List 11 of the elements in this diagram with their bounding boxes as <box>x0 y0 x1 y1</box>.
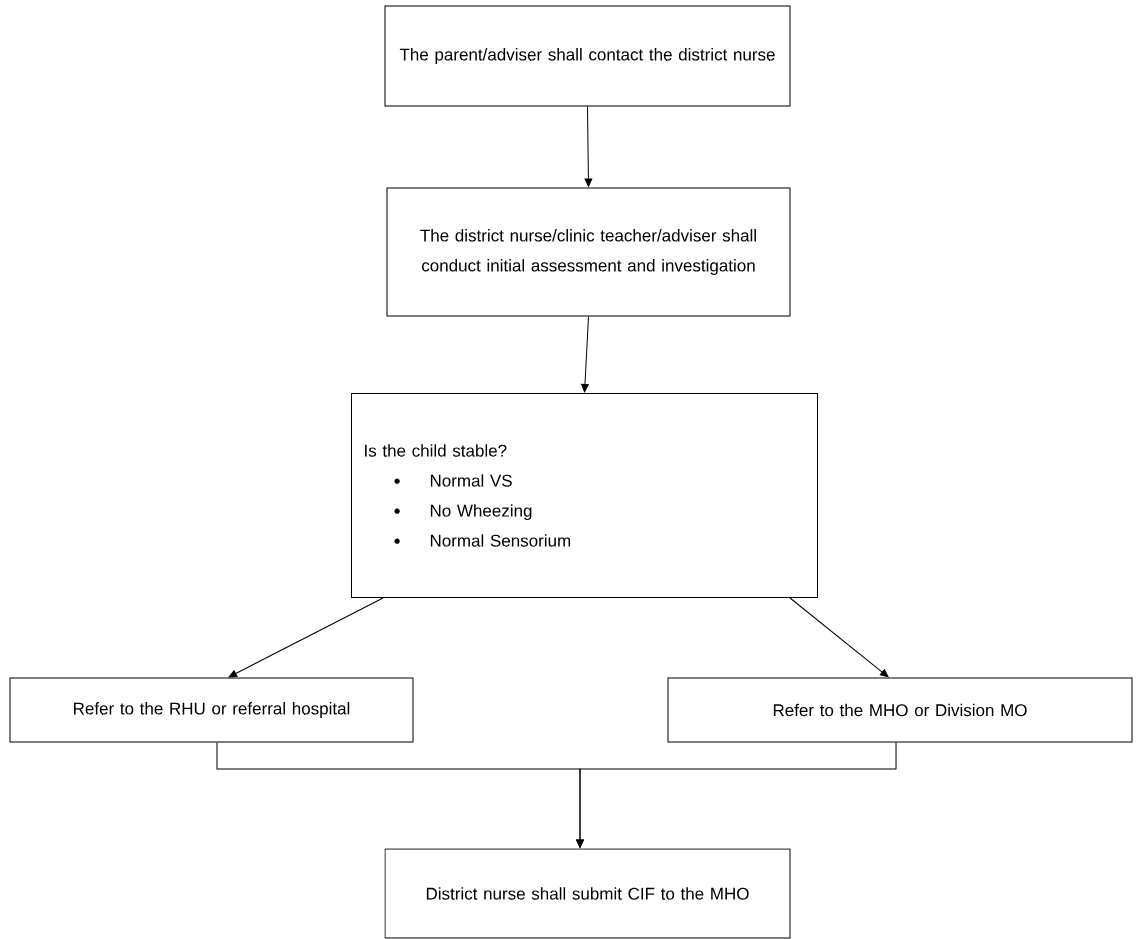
decision-box: Is the child stable? Normal VS No Wheezing Normal Sensorium <box>351 393 818 598</box>
arrow <box>789 597 889 678</box>
arrow <box>576 742 897 848</box>
process-box: The district nurse/clinic teacher/adviser shall conduct initial assessment and investigation <box>386 187 791 317</box>
process-box: Refer to the MHO or Division MO <box>667 677 1133 743</box>
arrow <box>228 597 384 678</box>
process-box: The parent/adviser shall contact the district nurse <box>384 5 791 107</box>
process-box: District nurse shall submit CIF to the MHO <box>384 848 791 939</box>
arrow <box>581 316 589 393</box>
arrow <box>584 106 593 187</box>
process-box: Refer to the RHU or referral hospital <box>9 677 414 743</box>
